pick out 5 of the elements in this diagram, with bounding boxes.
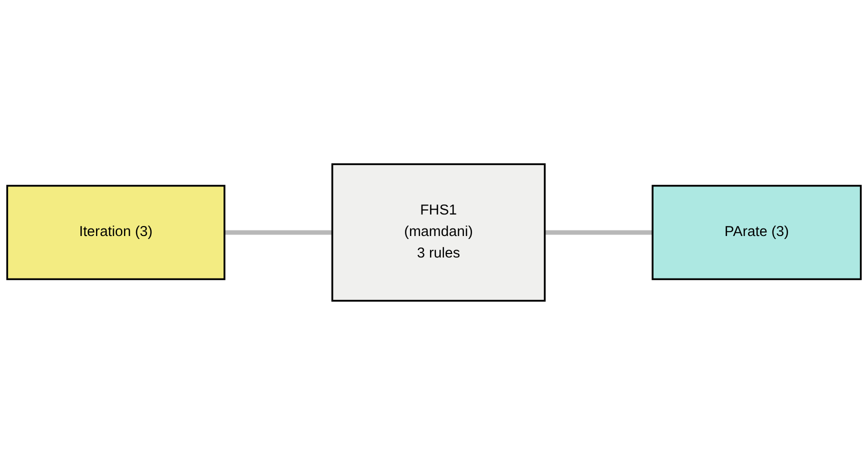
node-box: FHS1 (mamdani) 3 rules [331, 162, 546, 302]
node-box: PArate (3) [652, 184, 862, 280]
node-box: Iteration (3) [6, 184, 226, 280]
connector [544, 230, 653, 234]
connector [224, 230, 332, 234]
